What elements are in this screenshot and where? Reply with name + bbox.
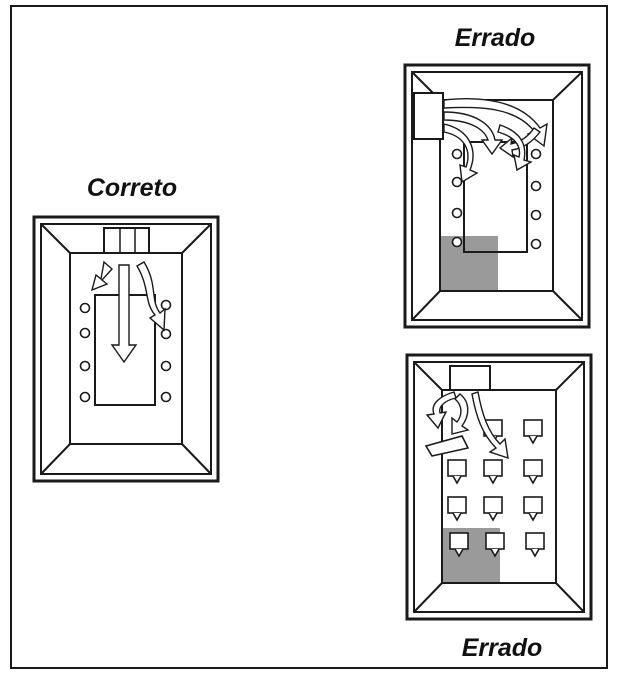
workstation	[523, 459, 543, 485]
airflow-arrows	[425, 391, 509, 460]
airflow-arrows	[443, 98, 548, 184]
shaded-zone	[441, 236, 498, 290]
workstation	[525, 532, 545, 558]
workstation	[424, 435, 470, 457]
ac-unit	[449, 365, 491, 391]
room-correct	[32, 215, 220, 483]
chairs	[79, 299, 172, 403]
arrow-curve-icon	[497, 124, 533, 172]
arrow-curve-icon	[443, 98, 548, 148]
label-wrong-bottom: Errado	[461, 634, 543, 662]
arrow-curve-icon	[443, 111, 504, 156]
workstation	[483, 459, 503, 485]
ac-unit	[103, 227, 150, 254]
workstation	[523, 496, 543, 522]
label-correct: Correto	[86, 174, 178, 202]
workstation	[449, 532, 469, 558]
arrow-down-icon	[110, 264, 138, 364]
airflow-arrows	[90, 260, 166, 364]
workstation	[447, 496, 467, 522]
label-wrong-top: Errado	[454, 24, 536, 52]
room-wrong-bottom	[405, 353, 593, 621]
workstation	[523, 419, 543, 445]
arrow-downleft-icon	[90, 260, 113, 292]
arrow-curve-icon	[451, 393, 470, 435]
chairs	[451, 148, 542, 250]
ac-unit	[413, 92, 444, 140]
workstation	[483, 496, 503, 522]
workstation	[447, 459, 467, 485]
arrow-curve-icon	[471, 391, 509, 460]
workstations	[424, 419, 545, 558]
arrow-curve-icon	[425, 391, 457, 430]
arrow-curve-icon	[443, 123, 479, 184]
room-wrong-top	[403, 63, 591, 329]
workstation	[485, 532, 505, 558]
arrow-curve-icon	[136, 261, 166, 332]
